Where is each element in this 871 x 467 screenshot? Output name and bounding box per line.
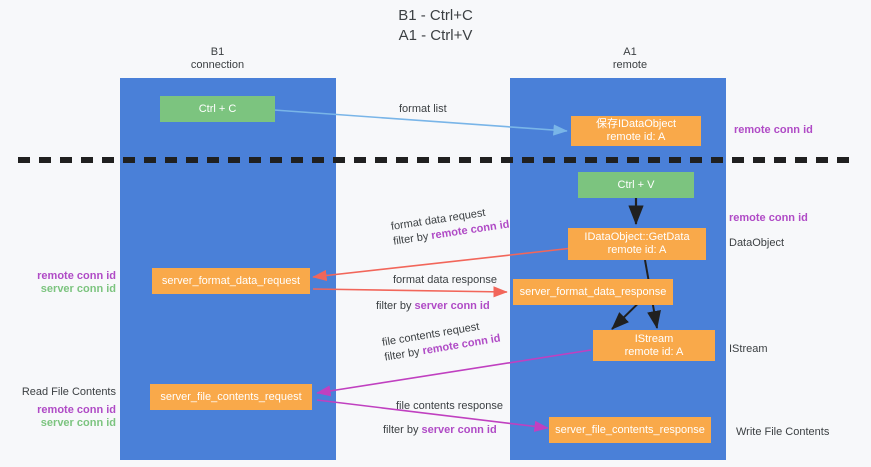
box-istream[interactable]: IStream remote id: A — [593, 330, 715, 361]
label-format-list: format list — [399, 103, 447, 115]
side-label-istream: IStream — [729, 343, 768, 355]
side-label-left-remote-conn-id-bottom: remote conn id — [37, 404, 116, 416]
box-server-format-data-response[interactable]: server_format_data_response — [513, 279, 673, 305]
edge-format-data-response — [312, 286, 508, 298]
filter-value-server-conn-id: server conn id — [421, 424, 497, 436]
label-format-data-response-filter: filter by server conn id — [376, 299, 490, 313]
box-idataobject-store[interactable]: 保存IDataObject remote id: A — [571, 116, 701, 146]
box-idataobject-getdata[interactable]: IDataObject::GetData remote id: A — [568, 228, 706, 260]
page-title: B1 - Ctrl+C A1 - Ctrl+V — [398, 7, 473, 44]
side-label-left-server-conn-id-bottom: server conn id — [40, 417, 116, 429]
side-label-remote-conn-id-top: remote conn id — [734, 124, 813, 136]
box-ctrl-v[interactable]: Ctrl + V — [578, 172, 694, 198]
side-label-dataobject: DataObject — [729, 237, 785, 249]
side-label-left-remote-conn-id-mid: remote conn id — [37, 270, 116, 282]
filter-prefix: filter by — [383, 424, 422, 436]
box-ctrl-c[interactable]: Ctrl + C — [160, 96, 275, 122]
side-label-left-server-conn-id-mid: server conn id — [40, 283, 116, 295]
label-file-contents-response-filter: filter by server conn id — [383, 423, 497, 437]
box-server-file-contents-request[interactable]: server_file_contents_request — [150, 384, 312, 410]
label-file-contents-response: file contents response — [396, 400, 504, 412]
box-server-file-contents-response[interactable]: server_file_contents_response — [549, 417, 711, 443]
box-server-format-data-request[interactable]: server_format_data_request — [152, 268, 310, 294]
label-group-file-contents-request: file contents request filter by remote c… — [381, 317, 502, 365]
filter-value-server-conn-id: server conn id — [414, 300, 490, 312]
side-label-remote-conn-id-mid: remote conn id — [729, 212, 808, 224]
filter-prefix: filter by — [376, 300, 415, 312]
lane-header-a1: A1 remote — [612, 46, 648, 71]
side-label-read-file-contents: Read File Contents — [21, 386, 116, 398]
lane-header-b1: B1 connection — [190, 46, 245, 71]
label-format-data-response: format data response — [393, 274, 497, 286]
side-label-write-file-contents: Write File Contents — [736, 426, 830, 438]
label-group-format-data-request: format data request filter by remote con… — [390, 203, 510, 249]
